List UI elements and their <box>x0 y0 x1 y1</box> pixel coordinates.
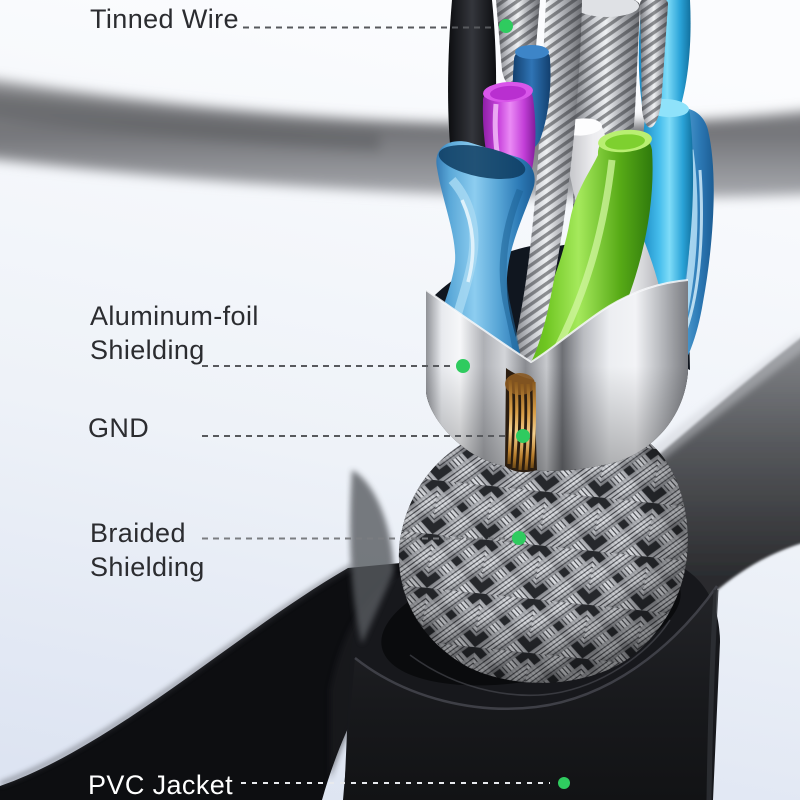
label-gnd: GND <box>88 411 149 445</box>
label-tinned-wire-line: Tinned Wire <box>90 4 239 34</box>
label-gnd-line: GND <box>88 413 150 443</box>
label-braided-line-1: Braided <box>90 518 186 548</box>
tinned-wire-strand-front <box>511 0 582 374</box>
label-braided-line-2: Shielding <box>90 552 205 582</box>
label-aluminum-foil-line-1: Aluminum-foil <box>90 301 259 331</box>
label-braided-shielding: Braided Shielding <box>90 516 205 584</box>
aluminum-foil-marker-dot <box>456 359 470 373</box>
pvc-jacket-front <box>343 585 719 800</box>
tinned-wire-marker-dot <box>499 19 513 33</box>
callouts <box>202 19 570 789</box>
braid-shadow <box>350 470 394 644</box>
braided-shielding-marker-dot <box>512 531 526 545</box>
label-aluminum-foil-line-2: Shielding <box>90 335 205 365</box>
gnd-copper-wires <box>505 368 537 473</box>
pvc-jacket-marker-dot <box>558 777 570 789</box>
braided-shielding <box>398 420 688 683</box>
aluminum-foil-shielding <box>425 279 689 473</box>
gnd-marker-dot <box>516 429 530 443</box>
label-tinned-wire: Tinned Wire <box>90 2 239 36</box>
label-aluminum-foil-shielding: Aluminum-foil Shielding <box>90 299 259 367</box>
label-pvc-jacket-line: PVC Jacket <box>88 770 234 800</box>
label-pvc-jacket: PVC Jacket <box>88 768 233 800</box>
